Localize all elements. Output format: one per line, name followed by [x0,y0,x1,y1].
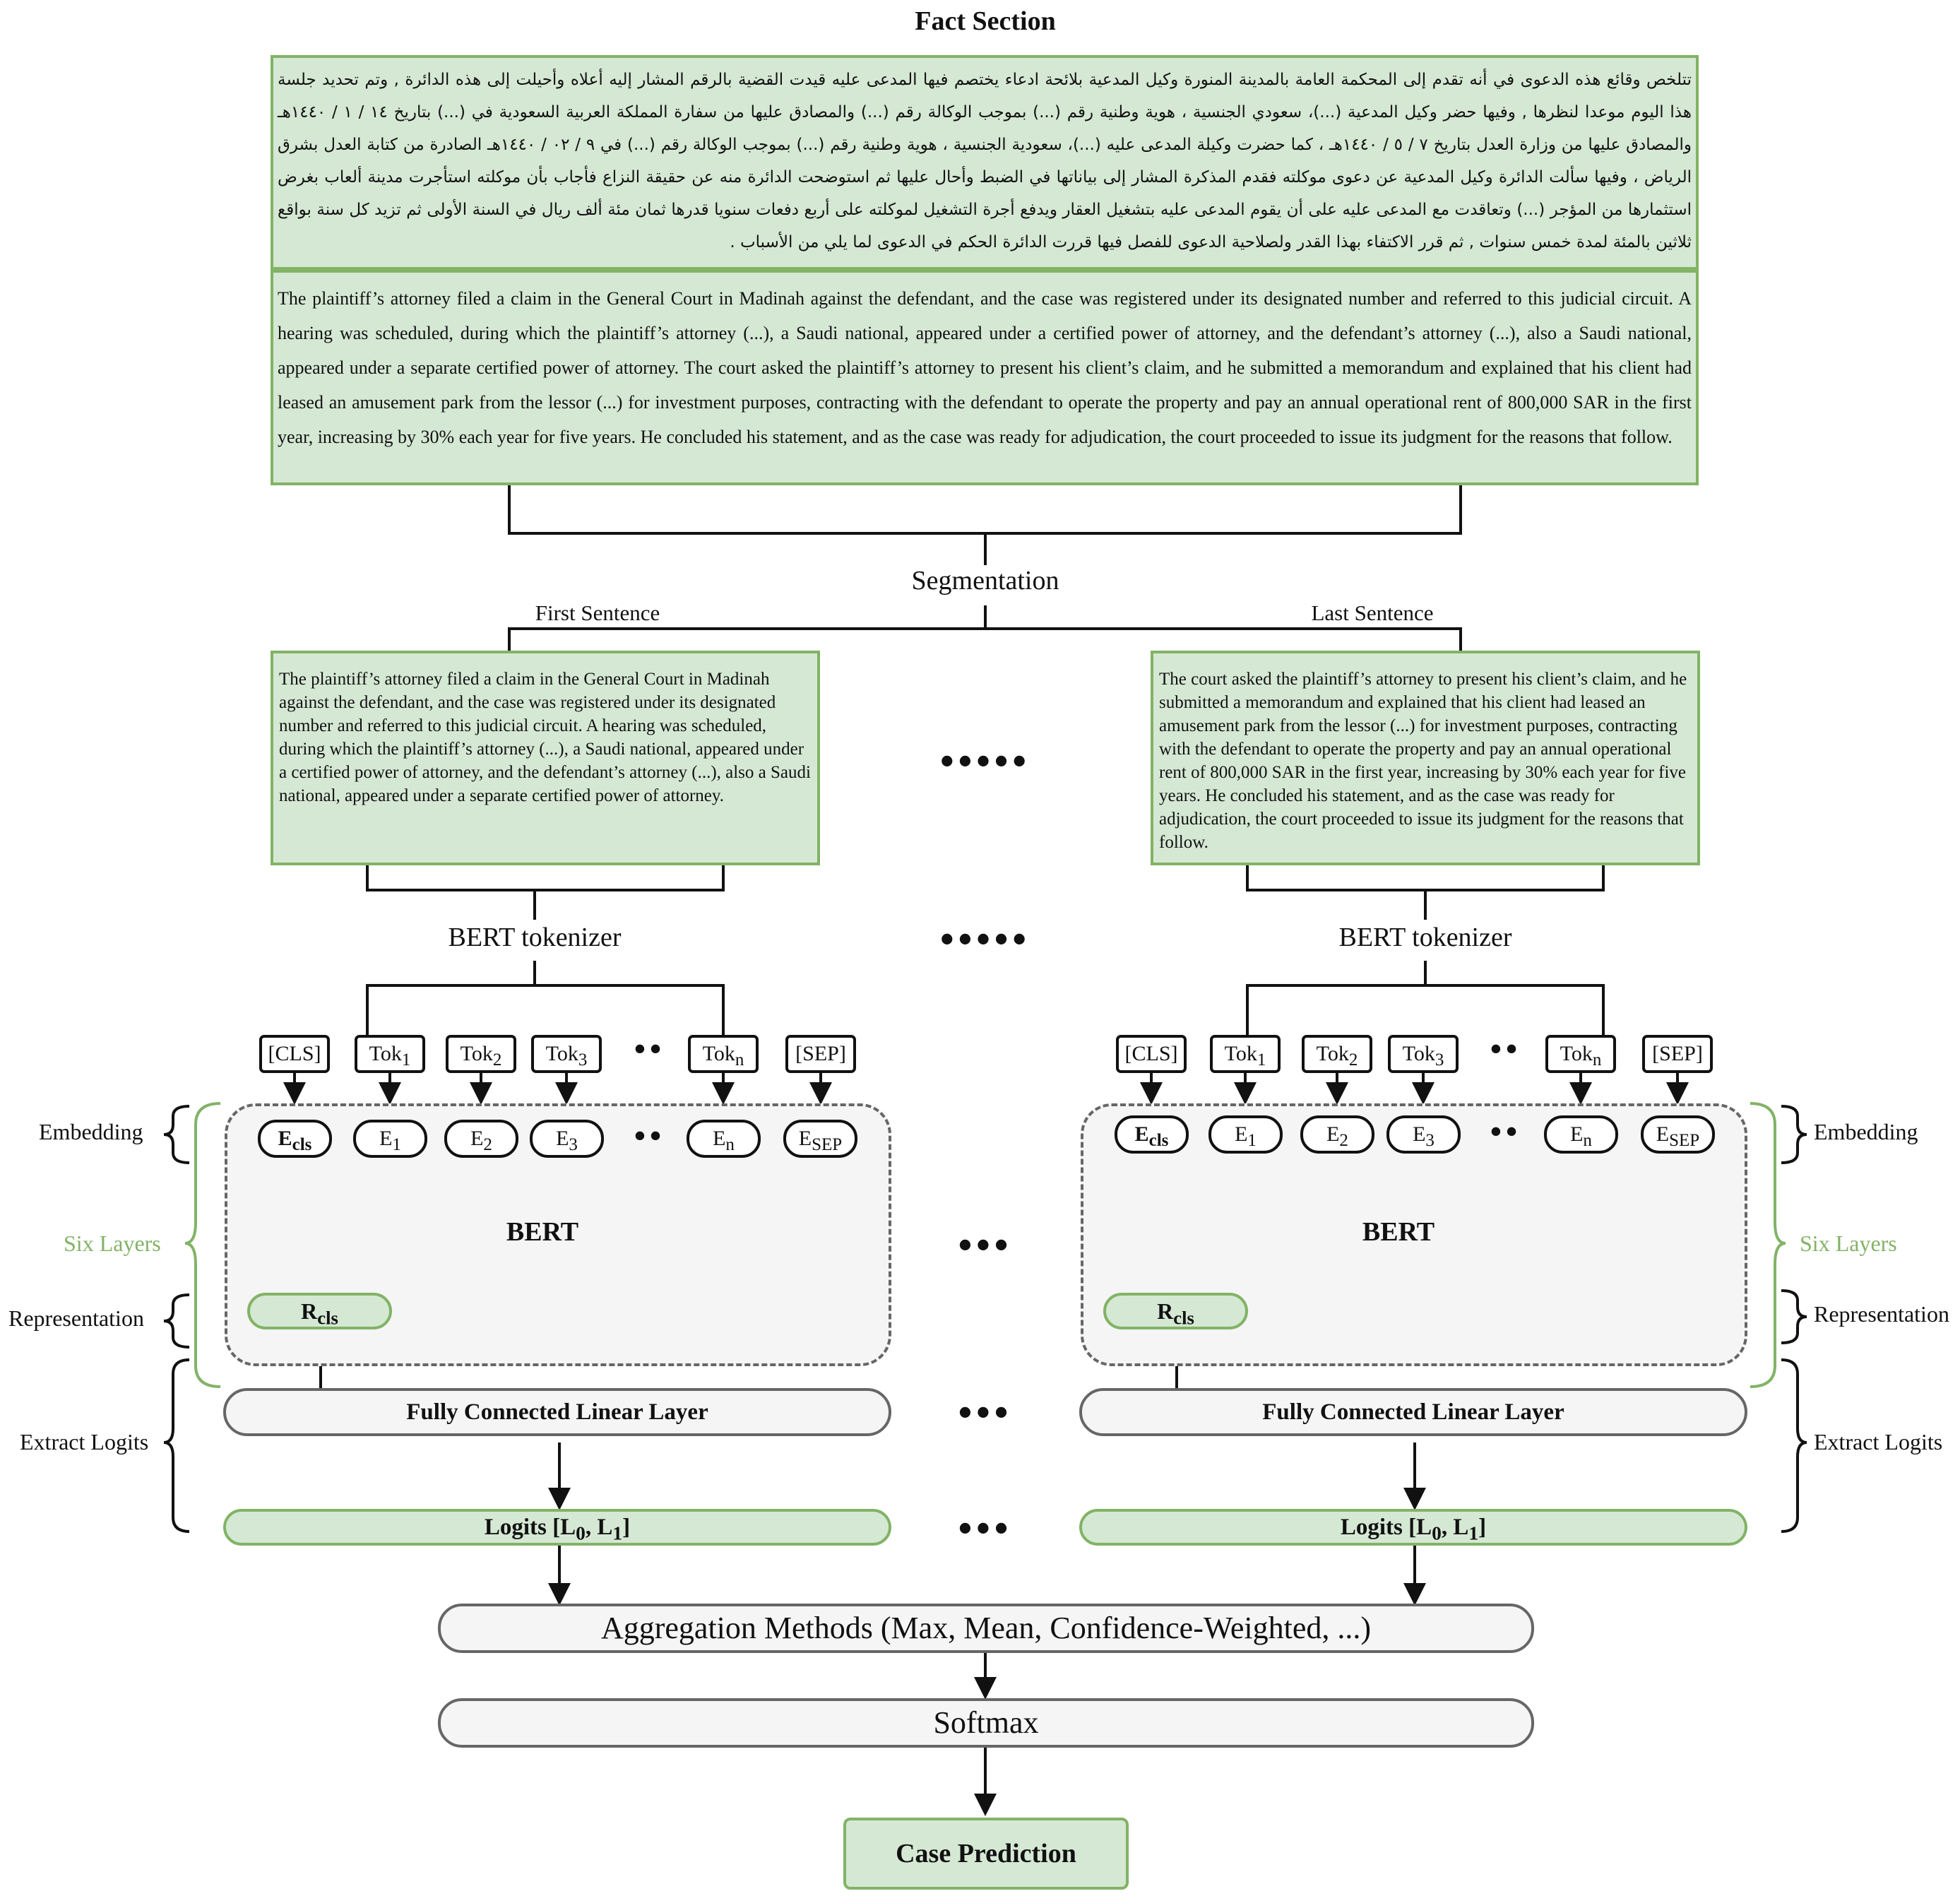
segmentation-bracket [508,627,1462,651]
token-3: Tok3 [531,1035,602,1073]
logits-left: Logits [L0, L1] [223,1509,891,1546]
embedding-3: E3 [1386,1115,1461,1154]
fc-ellipsis: ••• [958,1391,1013,1435]
representation-label-left: Representation [8,1305,144,1331]
fc-layer-left: Fully Connected Linear Layer [223,1388,891,1436]
token-1: Tok1 [355,1035,425,1073]
token-ellipsis-right: •• [1490,1031,1522,1067]
arabic-fact-text: تتلخص وقائع هذه الدعوى في أنه تقدم إلى ا… [271,55,1699,270]
bert-label-left: BERT [506,1217,579,1247]
embedding-3: E3 [530,1120,604,1158]
token-2: Tok2 [1302,1035,1372,1073]
token-ellipsis-left: •• [634,1031,666,1067]
embedding-label-right: Embedding [1814,1119,1918,1144]
rcls-left: Rcls [247,1293,392,1329]
extract-logits-brace-left [163,1358,190,1533]
rcls-right: Rcls [1103,1293,1248,1329]
bert-label-right: BERT [1362,1217,1435,1247]
embedding-sep: ESEP [1641,1115,1715,1154]
aggregation-methods: Aggregation Methods (Max, Mean, Confiden… [438,1604,1534,1653]
token-2: Tok2 [446,1035,516,1073]
six-layers-label-right: Six Layers [1800,1231,1897,1256]
logits-ellipsis: ••• [958,1507,1013,1551]
token-3: Tok3 [1388,1035,1459,1073]
case-prediction: Case Prediction [843,1818,1129,1890]
softmax: Softmax [438,1698,1534,1748]
embedding-cls: Ecls [1115,1115,1189,1154]
sentence-ellipsis: ••••• [939,740,1031,783]
embedding-n: En [1544,1115,1618,1154]
token-1: Tok1 [1210,1035,1281,1073]
embedding-2: E2 [1300,1115,1374,1154]
embedding-brace-left [163,1105,190,1164]
bert-ellipsis: ••• [958,1223,1013,1267]
segmentation-label: Segmentation [911,566,1059,596]
fact-section-title: Fact Section [915,6,1056,36]
token-sep: [SEP] [1642,1035,1713,1073]
embedding-n: En [687,1120,761,1158]
extract-logits-label-right: Extract Logits [1814,1429,1943,1454]
embedding-label-left: Embedding [39,1119,143,1144]
embedding-ellipsis-right: •• [1490,1113,1522,1149]
first-sentence-box: The plaintiff’s attorney filed a claim i… [271,651,820,865]
last-sentence-label: Last Sentence [1311,600,1434,625]
token-cls: [CLS] [259,1035,330,1073]
fc-layer-right: Fully Connected Linear Layer [1079,1388,1747,1436]
extract-logits-label-left: Extract Logits [20,1429,149,1454]
embedding-brace-right [1781,1105,1807,1164]
embedding-ellipsis-left: •• [634,1118,666,1154]
tokenizer-ellipsis: ••••• [939,918,1031,961]
embedding-sep: ESEP [783,1120,857,1158]
embedding-1: E1 [353,1120,427,1158]
embedding-2: E2 [444,1120,518,1158]
bert-tokenizer-right: BERT tokenizer [1338,923,1512,952]
first-sentence-label: First Sentence [535,600,660,625]
token-cls: [CLS] [1116,1035,1187,1073]
last-sentence-box: The court asked the plaintiff’s attorney… [1151,651,1700,865]
embedding-1: E1 [1208,1115,1283,1154]
extract-logits-brace-right [1781,1358,1807,1533]
representation-brace-right [1781,1289,1807,1344]
token-n: Tokn [1545,1035,1616,1073]
embedding-cls: Ecls [258,1120,332,1158]
six-layers-label-left: Six Layers [64,1231,161,1256]
representation-brace-left [163,1293,190,1349]
bert-tokenizer-left: BERT tokenizer [448,923,622,952]
six-layers-brace-right [1750,1102,1786,1388]
token-sep: [SEP] [785,1035,856,1073]
token-n: Tokn [688,1035,759,1073]
representation-label-right: Representation [1814,1301,1949,1327]
english-fact-text: The plaintiff’s attorney filed a claim i… [271,270,1699,485]
logits-right: Logits [L0, L1] [1079,1509,1747,1546]
six-layers-brace-left [184,1102,221,1388]
fact-bracket [508,485,1462,535]
